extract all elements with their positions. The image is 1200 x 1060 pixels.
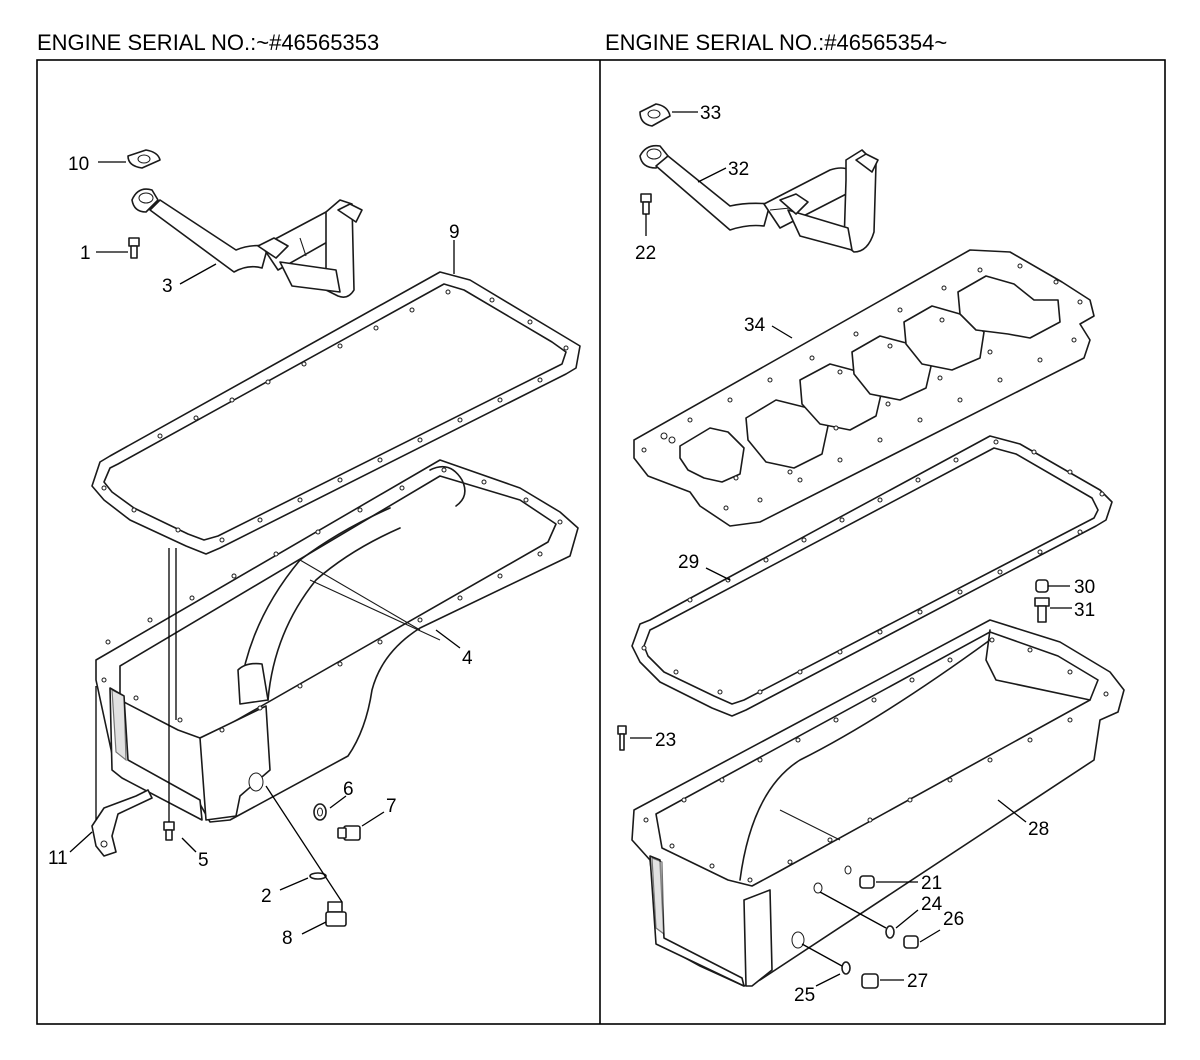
callout-26: 26 <box>943 909 964 930</box>
callout-9: 9 <box>449 222 460 243</box>
callout-30: 30 <box>1074 577 1095 598</box>
callout-33: 33 <box>700 103 721 124</box>
panel-right-serial-header: ENGINE SERIAL NO.:#46565354~ <box>605 30 948 55</box>
callout-22: 22 <box>635 243 656 264</box>
callout-2: 2 <box>261 886 272 907</box>
sensor-part-8 <box>325 901 347 927</box>
callout-27: 27 <box>907 971 928 992</box>
bracket-part-11 <box>91 789 153 857</box>
callout-5: 5 <box>198 850 209 871</box>
callout-23: 23 <box>655 730 676 751</box>
bolt-part-1 <box>128 237 140 259</box>
bolt-part-31 <box>1034 597 1050 623</box>
flange-gasket-part-33 <box>639 103 671 127</box>
plug-part-21 <box>844 865 875 889</box>
left-panel: 10 1 3 9 4 5 6 7 2 8 11 <box>48 149 581 949</box>
panel-left-serial-header: ENGINE SERIAL NO.:~#46565353 <box>37 30 380 55</box>
callout-34: 34 <box>744 315 766 336</box>
washer-part-6 <box>313 803 327 821</box>
callout-4: 4 <box>462 648 473 669</box>
washer-part-24 <box>885 925 895 939</box>
callout-1: 1 <box>80 243 91 264</box>
drain-plug-part-7 <box>337 825 361 841</box>
diagram-frame <box>36 59 1166 1025</box>
washer-part-25 <box>841 961 851 975</box>
callout-7: 7 <box>386 796 397 817</box>
pan-gasket-part-9 <box>91 271 581 555</box>
callout-21: 21 <box>921 873 942 894</box>
callout-11: 11 <box>48 848 68 869</box>
spacer-part-30 <box>1035 579 1049 593</box>
suction-pipe-part-3 <box>131 188 363 298</box>
flange-gasket-part-10 <box>127 149 161 169</box>
oil-pan-part-4 <box>95 459 579 823</box>
bolt-part-5 <box>163 548 177 841</box>
washer-part-2 <box>309 872 327 880</box>
bolt-part-23 <box>617 725 627 751</box>
callout-8: 8 <box>282 928 293 949</box>
callout-28: 28 <box>1028 819 1049 840</box>
left-leader-lines <box>69 161 461 935</box>
callout-24: 24 <box>921 894 943 915</box>
callout-6: 6 <box>343 779 354 800</box>
drain-plug-part-27 <box>861 973 879 989</box>
bolt-part-22 <box>640 193 652 215</box>
callout-29: 29 <box>678 552 699 573</box>
right-panel: 33 32 22 34 29 30 31 23 28 21 24 26 25 2… <box>617 103 1125 1006</box>
callout-32: 32 <box>728 159 749 180</box>
callout-3: 3 <box>162 276 173 297</box>
plate-gasket-part-34 <box>633 249 1095 527</box>
plug-part-26 <box>903 935 919 949</box>
callout-10: 10 <box>68 154 89 175</box>
callout-31: 31 <box>1074 600 1095 621</box>
pan-gasket-part-29 <box>631 435 1113 717</box>
suction-pipe-part-32 <box>639 144 879 253</box>
right-leader-lines <box>630 111 1072 987</box>
oil-pan-part-28 <box>631 619 1125 987</box>
callout-25: 25 <box>794 985 815 1006</box>
